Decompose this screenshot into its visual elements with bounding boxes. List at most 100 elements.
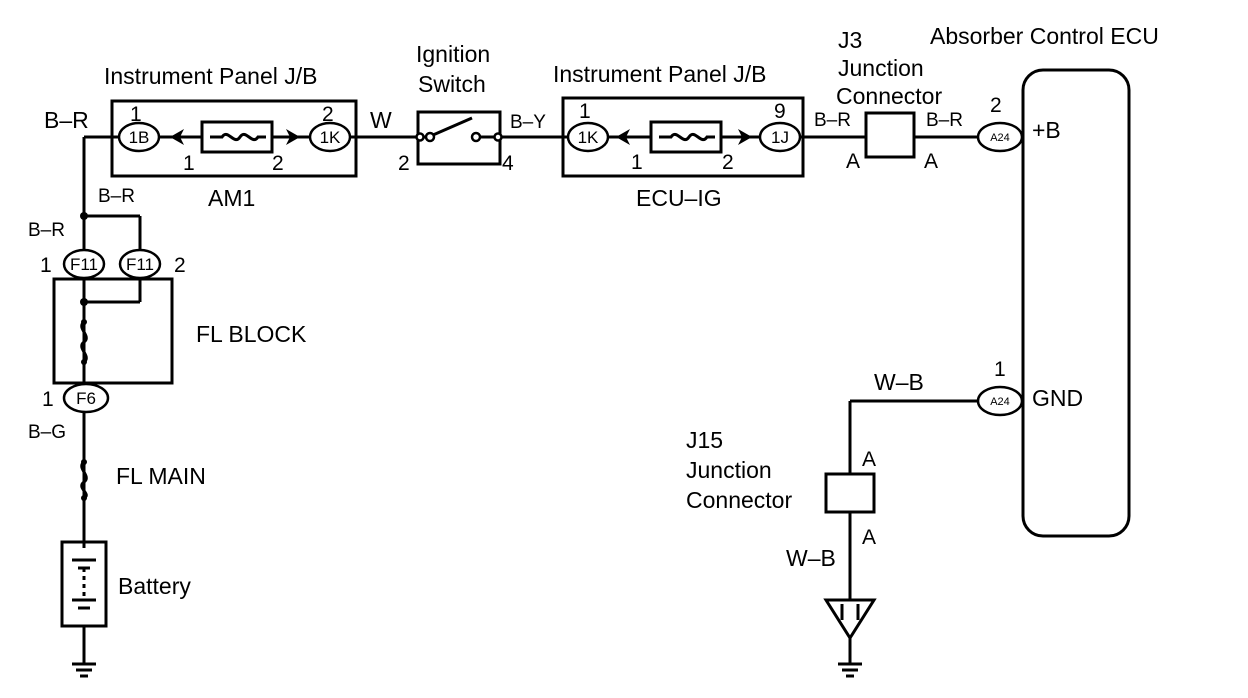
- fl-block-fusible-link-symbol: [80, 320, 88, 364]
- ecu-ig-fuse-symbol: [659, 132, 715, 142]
- junction-dot-branch: [80, 212, 88, 220]
- fl-block-fuse-top-dot: [81, 319, 87, 325]
- label-ecu-ig: ECU–IG: [636, 185, 722, 211]
- wire-label-w-b-top: W–B: [874, 369, 924, 395]
- connector-1b-oval: [117, 121, 161, 153]
- connector-f11-a-label: F11: [70, 255, 98, 274]
- label-instrument-panel-jb-right: Instrument Panel J/B: [553, 61, 767, 87]
- fl-block-box: [52, 277, 174, 385]
- connector-1k-a-oval: [308, 121, 352, 153]
- pin-jb1-top-left: 1: [130, 103, 142, 126]
- wire-color-labels: B–R W B–Y B–R B–R B–R B–R B–G W–B W–B: [28, 107, 963, 571]
- pin-jb1-bot-right: 2: [272, 152, 284, 175]
- pin-jb2-top-left: 1: [579, 100, 591, 123]
- pin-jb2-top-right: 9: [774, 100, 786, 123]
- pin-j15-top: A: [862, 448, 876, 471]
- ignition-switch: [415, 110, 503, 166]
- j3-junction-connector-box: [864, 111, 916, 159]
- wire-label-b-y: B–Y: [510, 112, 546, 133]
- wire-label-b-r-left: B–R: [44, 107, 89, 133]
- connector-a24-top-oval: [976, 121, 1024, 153]
- label-battery: Battery: [118, 573, 191, 599]
- pin-ignition-in: 2: [398, 152, 410, 175]
- wire-label-b-r-branch: B–R: [98, 186, 135, 207]
- label-terminal-plus-b: +B: [1032, 117, 1061, 143]
- fl-main-fusible-link-symbol: [80, 460, 88, 500]
- connector-1k-b-oval: [566, 121, 610, 153]
- pin-j3-right: A: [924, 150, 938, 173]
- label-j15-line2: Junction: [686, 457, 772, 483]
- pin-j3-left: A: [846, 150, 860, 173]
- battery-box: [60, 540, 108, 628]
- wire-label-b-r-f11: B–R: [28, 220, 65, 241]
- pin-f11-left: 1: [40, 254, 52, 277]
- label-j15-line3: Connector: [686, 487, 792, 513]
- connector-f11-a-oval: [62, 248, 106, 280]
- pin-labels: 2 4 A A 2 1 1 2 1 A A: [40, 94, 1006, 549]
- pin-ignition-out: 4: [502, 152, 514, 175]
- wire-label-b-g: B–G: [28, 422, 66, 443]
- connector-1b-label: 1B: [129, 128, 150, 147]
- instrument-panel-jb-right: 1K 1J 1 9 1 2: [561, 96, 805, 178]
- connector-f11-b-label: F11: [126, 255, 154, 274]
- wires: [82, 135, 978, 664]
- label-ignition-line2: Switch: [418, 71, 486, 97]
- pin-jb2-bot-left: 1: [631, 151, 643, 174]
- am1-fuse-symbol: [210, 132, 266, 142]
- pin-a24-top: 2: [990, 94, 1002, 117]
- label-am1: AM1: [208, 185, 255, 211]
- wire-label-b-r-to-j3: B–R: [814, 110, 851, 131]
- label-j3-line3: Connector: [836, 83, 942, 109]
- wire-label-w: W: [370, 107, 392, 133]
- pin-a24-bottom: 1: [994, 358, 1006, 381]
- fl-main-top-dot: [81, 459, 87, 465]
- pin-jb2-bot-right: 2: [722, 151, 734, 174]
- connector-a24-bottom-label: A24: [990, 396, 1010, 408]
- label-fl-block: FL BLOCK: [196, 321, 307, 347]
- connector-1k-b-label: 1K: [578, 128, 599, 147]
- label-fl-main: FL MAIN: [116, 463, 206, 489]
- label-ignition-line1: Ignition: [416, 41, 490, 67]
- junction-dot-fl-block: [80, 298, 88, 306]
- component-labels: Instrument Panel J/B Ignition Switch Ins…: [104, 23, 1159, 599]
- pin-f6: 1: [42, 388, 54, 411]
- connector-1k-a-label: 1K: [320, 128, 341, 147]
- label-j3-line1: J3: [838, 27, 862, 53]
- j15-junction-connector-box: [824, 472, 876, 514]
- ground-chassis-icon: [823, 598, 877, 678]
- label-terminal-gnd: GND: [1032, 385, 1083, 411]
- pin-j15-bottom: A: [862, 526, 876, 549]
- label-j3-line2: Junction: [838, 55, 924, 81]
- fl-block-group: F11 F11 F6: [52, 248, 174, 414]
- wire-label-b-r-from-j3: B–R: [926, 110, 963, 131]
- ground-battery-icon: [72, 662, 96, 678]
- connector-1j-label: 1J: [771, 128, 789, 147]
- ignition-contact-right: [470, 131, 482, 143]
- pin-jb1-top-right: 2: [322, 103, 334, 126]
- ecu-box: [1021, 68, 1131, 538]
- pin-jb1-bot-left: 1: [183, 152, 195, 175]
- connector-a24-top-label: A24: [990, 132, 1010, 144]
- instrument-panel-jb-left: 1B 1K 1 2 1 2: [110, 99, 358, 178]
- connector-f6-label: F6: [76, 389, 96, 408]
- connector-a24-bottom-oval: [976, 385, 1024, 417]
- jb-right-box: [561, 96, 805, 178]
- jb-left-box: [110, 99, 358, 178]
- label-instrument-panel-jb-left: Instrument Panel J/B: [104, 63, 318, 89]
- ignition-terminal-right: [493, 132, 503, 142]
- fl-main-bottom-dot: [81, 495, 87, 501]
- fl-block-fuse-bottom-dot: [81, 359, 87, 365]
- ignition-contact-left: [424, 131, 436, 143]
- ignition-switch-blade: [432, 116, 473, 137]
- wire-label-w-b-bottom: W–B: [786, 545, 836, 571]
- connector-1j-oval: [758, 121, 802, 153]
- battery-symbol: [60, 540, 108, 628]
- connector-f11-b-oval: [118, 248, 162, 280]
- label-j15-line1: J15: [686, 427, 723, 453]
- absorber-control-ecu: A24 A24: [976, 68, 1131, 538]
- ignition-terminal-left: [415, 132, 425, 142]
- label-absorber-control-ecu: Absorber Control ECU: [930, 23, 1159, 49]
- connector-f6-oval: [62, 382, 110, 414]
- pin-f11-right: 2: [174, 254, 186, 277]
